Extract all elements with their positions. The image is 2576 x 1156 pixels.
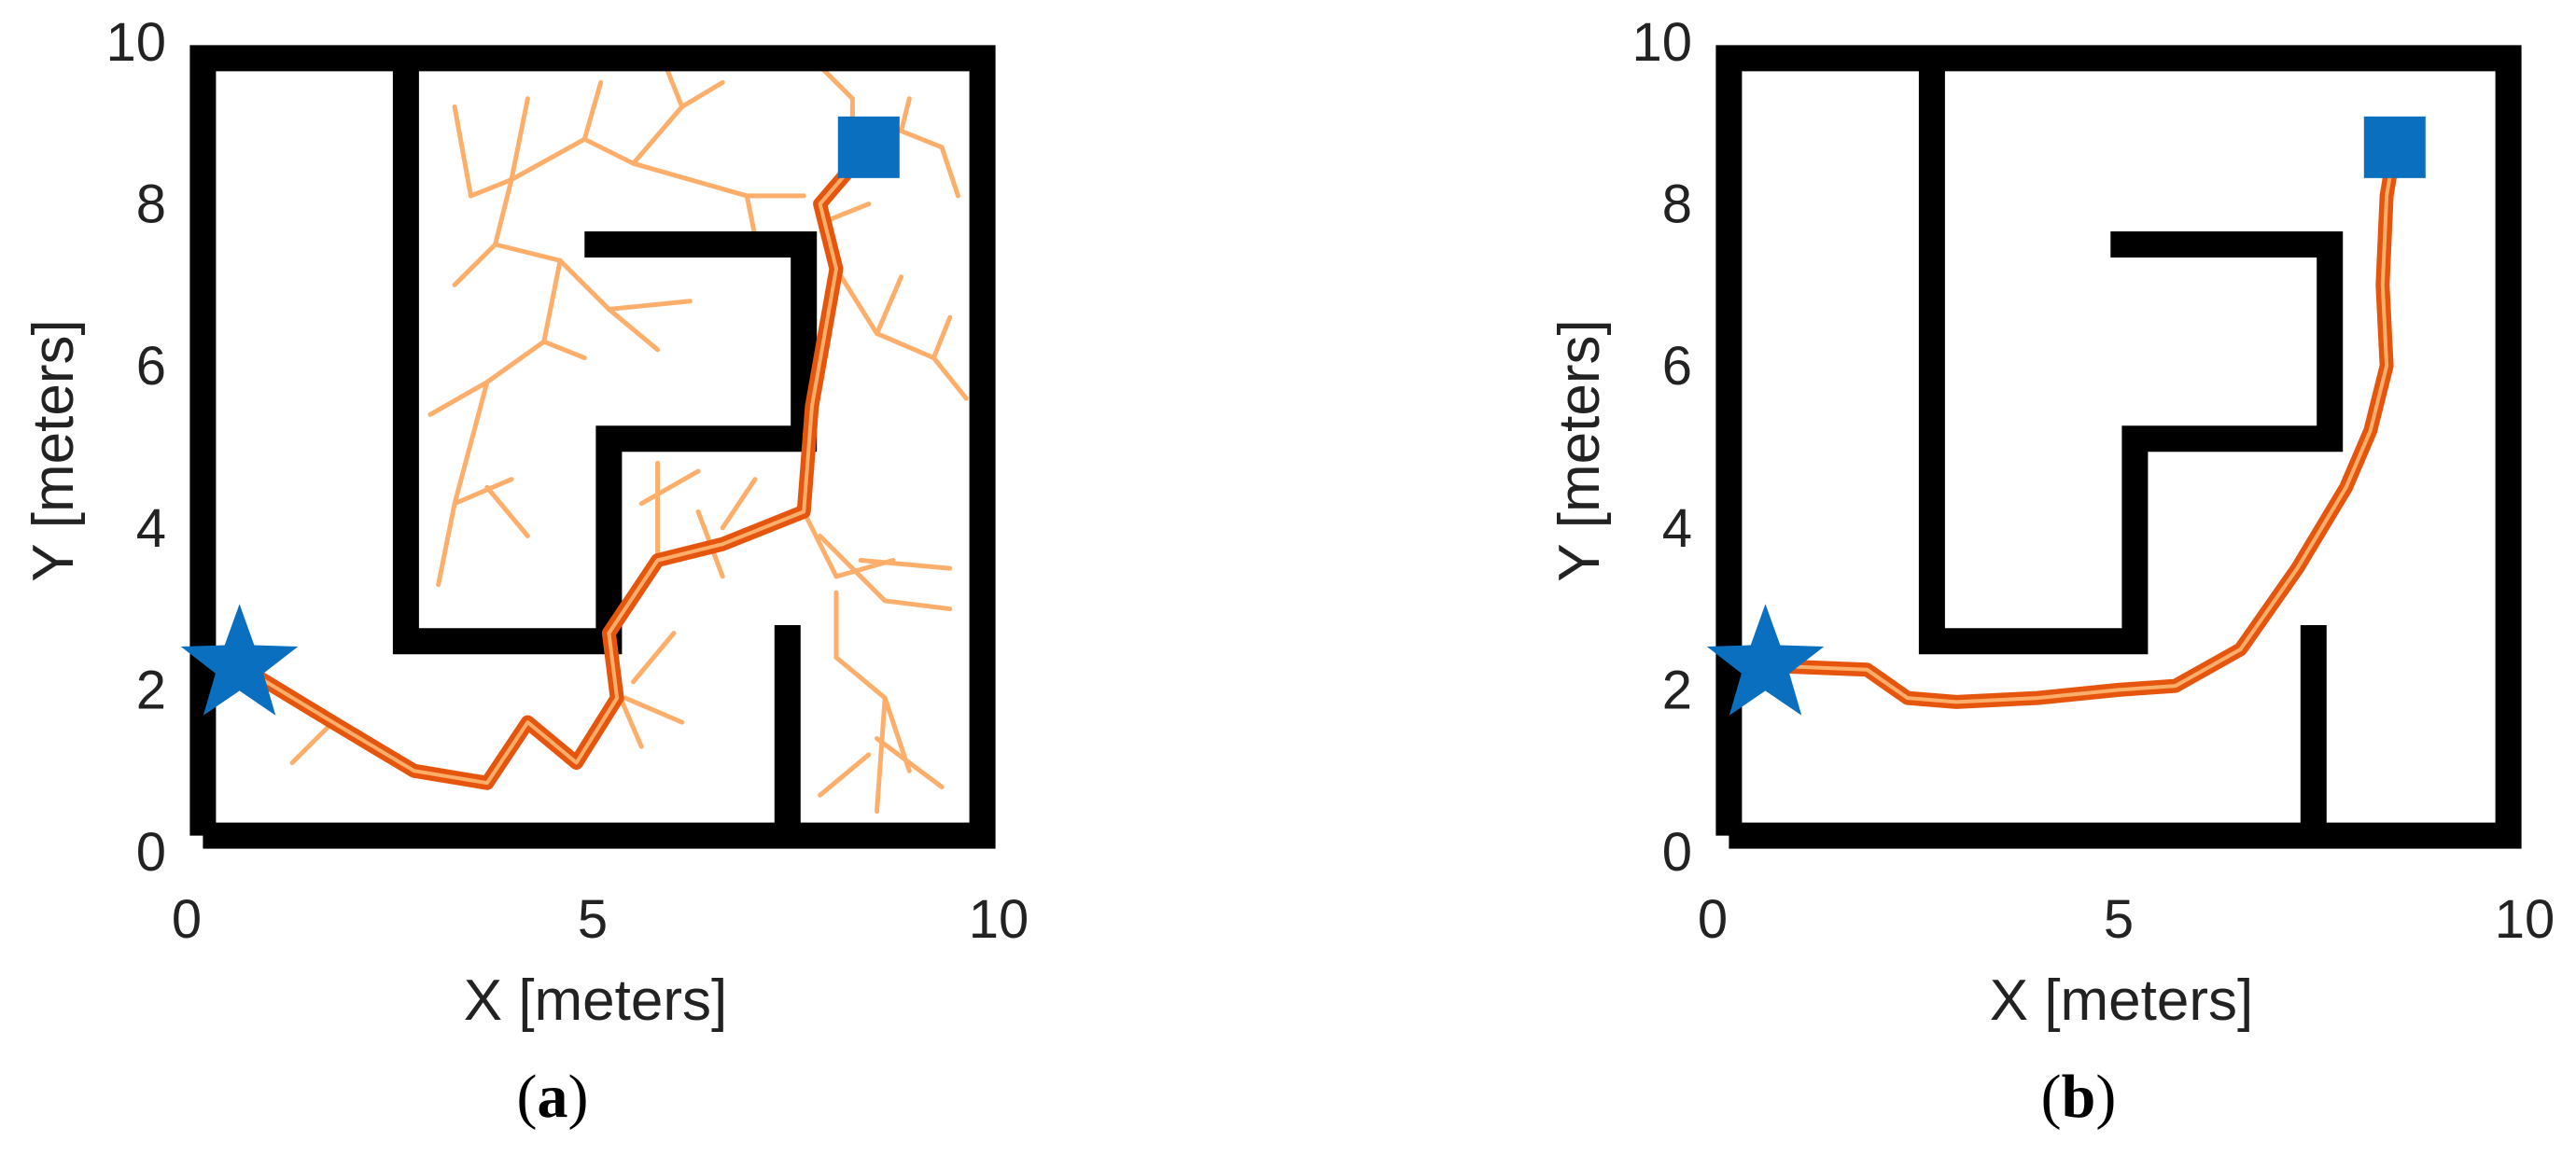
y-tick-label: 2 [1662,660,1692,720]
panel-b-markers [1706,116,2426,716]
obstacle-wall [1918,58,2344,655]
x-tick-label: 10 [2495,889,2555,950]
tree-edge [833,655,888,701]
tree-edge [825,202,872,223]
panel-a-x-axis-label: X [meters] [464,968,728,1033]
y-tick-label: 6 [136,336,166,397]
tree-edge [899,96,912,133]
panel-a-y-axis-label: Y [meters] [21,319,86,581]
tree-edge [875,330,936,361]
obstacle-wall [392,58,818,655]
tree-edge [606,299,693,312]
tree-edge [484,339,547,385]
y-tick-label: 10 [105,12,166,73]
tree-edge [289,719,336,766]
panel-a-walls [189,45,996,849]
tree-edge [469,177,514,199]
tree-edge [581,79,604,142]
panel-a-caption: (a) [517,1063,589,1131]
tree-edge [801,508,839,579]
tree-edge [452,242,498,287]
tree-edge [858,558,953,571]
tree-edge [484,484,530,538]
tree-edge [427,380,490,417]
tree-edge [663,63,685,109]
panel-b-y-tick-labels: 0 2 4 6 8 10 [1631,12,1692,883]
planned-path-highlight [1763,145,2397,704]
tree-edge [818,752,872,798]
tree-edge [493,177,514,247]
tree-edge [875,274,904,336]
y-tick-label: 4 [1662,498,1692,559]
y-tick-label: 8 [136,174,166,235]
y-tick-label: 0 [1662,822,1692,883]
panel-b: 0 5 10 0 2 4 6 8 10 X [meters] Y [meters] (b) [1547,12,2555,1131]
planned-path-highlight [237,145,871,786]
y-tick-label: 2 [136,660,166,720]
tree-edge [638,468,701,507]
panel-a-path [232,140,876,790]
start-star-marker [180,604,299,716]
panel-b-x-axis-label: X [meters] [1990,968,2254,1033]
tree-edge [493,242,563,263]
panel-b-y-axis-label: Y [meters] [1547,319,1612,581]
tree-edge [631,104,685,166]
tree-edge [882,598,953,612]
goal-square-marker [837,116,900,178]
panel-a-y-tick-labels: 0 2 4 6 8 10 [105,12,166,883]
tree-edge [818,63,855,102]
tree-edge [679,79,725,109]
panel-b-path [1758,140,2402,709]
boundary-wall [189,45,996,849]
tree-edge [509,96,530,183]
tree-edge [509,136,587,183]
panel-b-x-tick-labels: 0 5 10 [1698,889,2555,950]
start-star-marker [1706,604,1825,716]
tree-edge [899,128,945,150]
tree-edge [541,258,563,344]
tree-edge [720,477,758,531]
tree-edge [541,339,587,361]
panel-a-tree [289,63,969,815]
tree-edge [581,136,636,166]
tree-edge [833,266,879,336]
tree-edge [931,355,969,401]
tree-edge [452,380,490,507]
tree-edge [818,533,888,604]
panel-b-caption: (b) [2041,1063,2117,1131]
tree-edge [631,160,749,199]
tree-edge [875,695,888,815]
tree-edge [436,501,457,588]
panel-b-caption-letter: b [2062,1063,2096,1131]
y-tick-label: 8 [1662,174,1692,235]
y-tick-label: 6 [1662,336,1692,397]
panel-a-markers [180,116,900,716]
x-tick-label: 5 [2104,889,2134,950]
panel-b-walls [1715,45,2522,849]
x-tick-label: 0 [172,889,202,950]
x-tick-label: 10 [969,889,1029,950]
x-tick-label: 5 [578,889,608,950]
y-tick-label: 4 [136,498,166,559]
planned-path [1758,140,2402,709]
goal-square-marker [2363,116,2426,178]
tree-edge [939,145,960,199]
y-tick-label: 10 [1631,12,1692,73]
y-tick-label: 0 [136,822,166,883]
tree-edge [452,477,514,507]
panel-a-caption-letter: a [538,1063,568,1131]
tree-edge [875,735,945,790]
boundary-wall [1715,45,2522,849]
tree-edge [623,695,685,725]
tree-edge [557,258,611,312]
panel-a-x-tick-labels: 0 5 10 [172,889,1029,950]
tree-edge [606,306,661,353]
tree-edge [631,631,677,685]
tree-edge [452,104,473,199]
tree-edge [931,314,953,361]
panel-a: 0 5 10 0 2 4 6 8 10 X [meters] Y [meters] (a) [21,12,1029,1131]
tree-edge [744,193,758,239]
x-tick-label: 0 [1698,889,1728,950]
